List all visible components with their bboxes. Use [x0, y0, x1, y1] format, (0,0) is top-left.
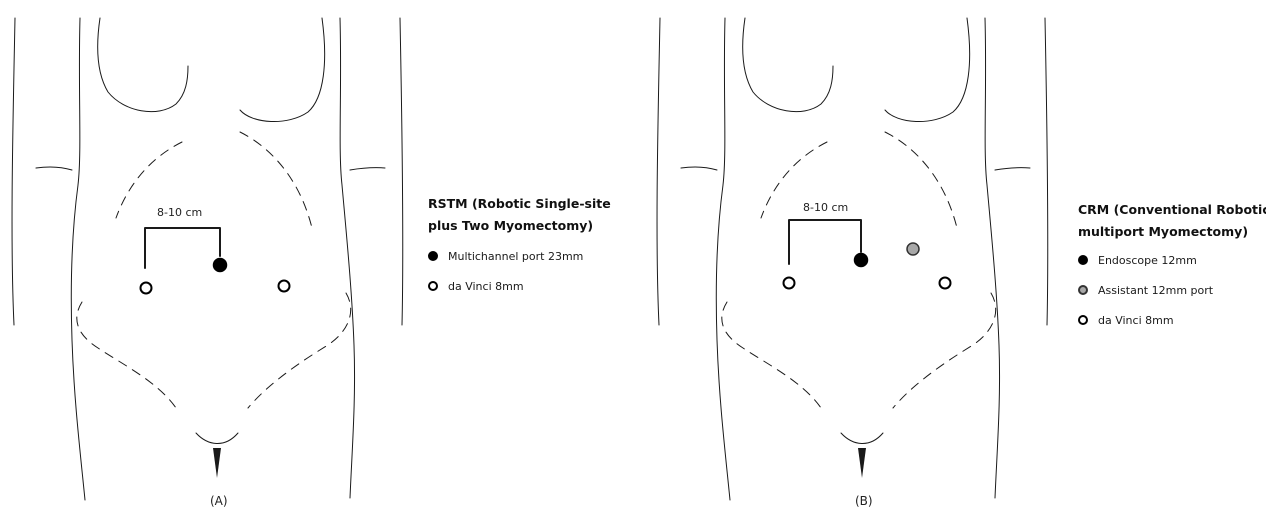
dashed-lower-left: [722, 302, 821, 408]
torso-left-outline: [657, 18, 660, 325]
filled-circle-icon: [1078, 255, 1088, 265]
legend-item: da Vinci 8mm: [428, 277, 611, 295]
panel-label: (A): [210, 494, 228, 508]
legend-title-line1: RSTM (Robotic Single-site: [428, 193, 611, 215]
legend-b: CRM (Conventional Robotic multiport Myom…: [1078, 199, 1266, 329]
dashed-lower-right: [893, 293, 996, 408]
legend-title-line2: plus Two Myomectomy): [428, 215, 611, 237]
dashed-rib-right: [240, 132, 312, 228]
pubic-curve: [196, 433, 238, 444]
torso-left-outline: [71, 18, 85, 500]
legend-item-label: da Vinci 8mm: [448, 280, 524, 293]
dashed-lower-right: [248, 293, 351, 408]
assistant-port-marker: [907, 243, 919, 255]
pubic-mark: [858, 448, 866, 478]
legend-item: Assistant 12mm port: [1078, 281, 1266, 299]
torso-right-outline: [985, 18, 1000, 498]
legend-item-label: da Vinci 8mm: [1098, 314, 1174, 327]
legend-item: Endoscope 12mm: [1078, 251, 1266, 269]
arm-crease-left: [681, 167, 717, 170]
legend-item: Multichannel port 23mm: [428, 247, 611, 265]
dashed-rib-right: [885, 132, 957, 228]
panel-label: (B): [855, 494, 873, 508]
multichannel-port-marker: [214, 259, 227, 272]
panel-b: 8-10 cm CRM (Conventional Robotic multip…: [633, 0, 1266, 516]
da-vinci-port-right: [940, 278, 951, 289]
arm-crease-right: [995, 168, 1030, 170]
da-vinci-port-left: [141, 283, 152, 294]
breast-right: [240, 18, 325, 122]
breast-left: [743, 18, 833, 112]
measurement-label: 8-10 cm: [157, 206, 202, 219]
hollow-circle-icon: [1078, 315, 1088, 325]
legend-item: da Vinci 8mm: [1078, 311, 1266, 329]
arm-crease-right: [350, 168, 385, 170]
pubic-curve: [841, 433, 883, 444]
legend-item-label: Multichannel port 23mm: [448, 250, 583, 263]
legend-item-label: Assistant 12mm port: [1098, 284, 1213, 297]
torso-right-outline: [400, 18, 403, 325]
measurement-label: 8-10 cm: [803, 201, 848, 214]
gray-circle-icon: [1078, 285, 1088, 295]
dashed-lower-left: [77, 302, 176, 408]
endoscope-port-marker: [855, 254, 868, 267]
pubic-mark: [213, 448, 221, 478]
torso-right-outline: [340, 18, 355, 498]
da-vinci-port-right: [279, 281, 290, 292]
breast-right: [885, 18, 970, 122]
breast-left: [98, 18, 188, 112]
legend-title-line1: CRM (Conventional Robotic: [1078, 199, 1266, 221]
legend-title-line2: multiport Myomectomy): [1078, 221, 1266, 243]
hollow-circle-icon: [428, 281, 438, 291]
filled-circle-icon: [428, 251, 438, 261]
torso-right-outline: [1045, 18, 1048, 325]
legend-item-label: Endoscope 12mm: [1098, 254, 1197, 267]
arm-crease-left: [36, 167, 72, 170]
measurement-bracket: [145, 228, 220, 268]
legend-a: RSTM (Robotic Single-site plus Two Myome…: [428, 193, 611, 295]
measurement-bracket: [789, 220, 861, 264]
torso-left-outline: [12, 18, 15, 325]
da-vinci-port-left: [784, 278, 795, 289]
panel-a: 8-10 cm RSTM (Robotic Single-site plus T…: [0, 0, 633, 516]
torso-left-outline: [716, 18, 730, 500]
